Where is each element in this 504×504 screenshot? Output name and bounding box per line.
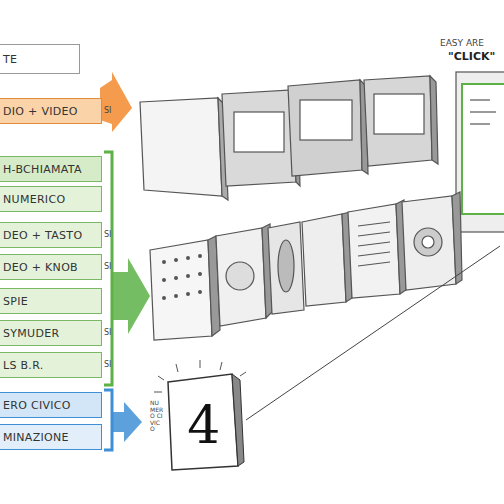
category-band: DIO + VIDEO	[0, 98, 102, 124]
house-number: 4	[187, 395, 220, 455]
si-mark: SI	[104, 262, 111, 271]
option-band: H-BCHIAMATA	[0, 156, 102, 182]
option-band: LS B.R.	[0, 352, 102, 378]
option-band: ERO CIVICO	[0, 392, 102, 418]
band-label: MINAZIONE	[0, 431, 75, 444]
band-label: TE	[0, 53, 23, 66]
si-mark: SI	[104, 106, 111, 115]
option-band: SYMUDER	[0, 320, 102, 346]
band-label: DEO + KNOB	[0, 261, 84, 274]
option-band: NUMERICO	[0, 186, 102, 212]
option-band: DEO + KNOB	[0, 254, 102, 280]
band-label: SPIE	[0, 295, 34, 308]
si-mark: SI	[104, 360, 111, 369]
number-card: 4	[176, 388, 232, 462]
band-label: DEO + TASTO	[0, 229, 88, 242]
si-mark: SI	[104, 230, 111, 239]
band-label: NUMERICO	[0, 193, 71, 206]
note-text: "CLICK"	[448, 50, 495, 63]
option-band: SPIE	[0, 288, 102, 314]
si-mark: SI	[104, 328, 111, 337]
band-label: ERO CIVICO	[0, 399, 77, 412]
option-band: MINAZIONE	[0, 424, 102, 450]
text-band: TE	[0, 44, 80, 74]
band-label: H-BCHIAMATA	[0, 163, 88, 176]
band-label: SYMUDER	[0, 327, 65, 340]
band-label: LS B.R.	[0, 359, 50, 372]
note-text: EASY ARE	[440, 38, 484, 48]
vertical-note: NUMERO CIVICO	[150, 400, 164, 433]
band-label: DIO + VIDEO	[0, 105, 84, 118]
option-band: DEO + TASTO	[0, 222, 102, 248]
